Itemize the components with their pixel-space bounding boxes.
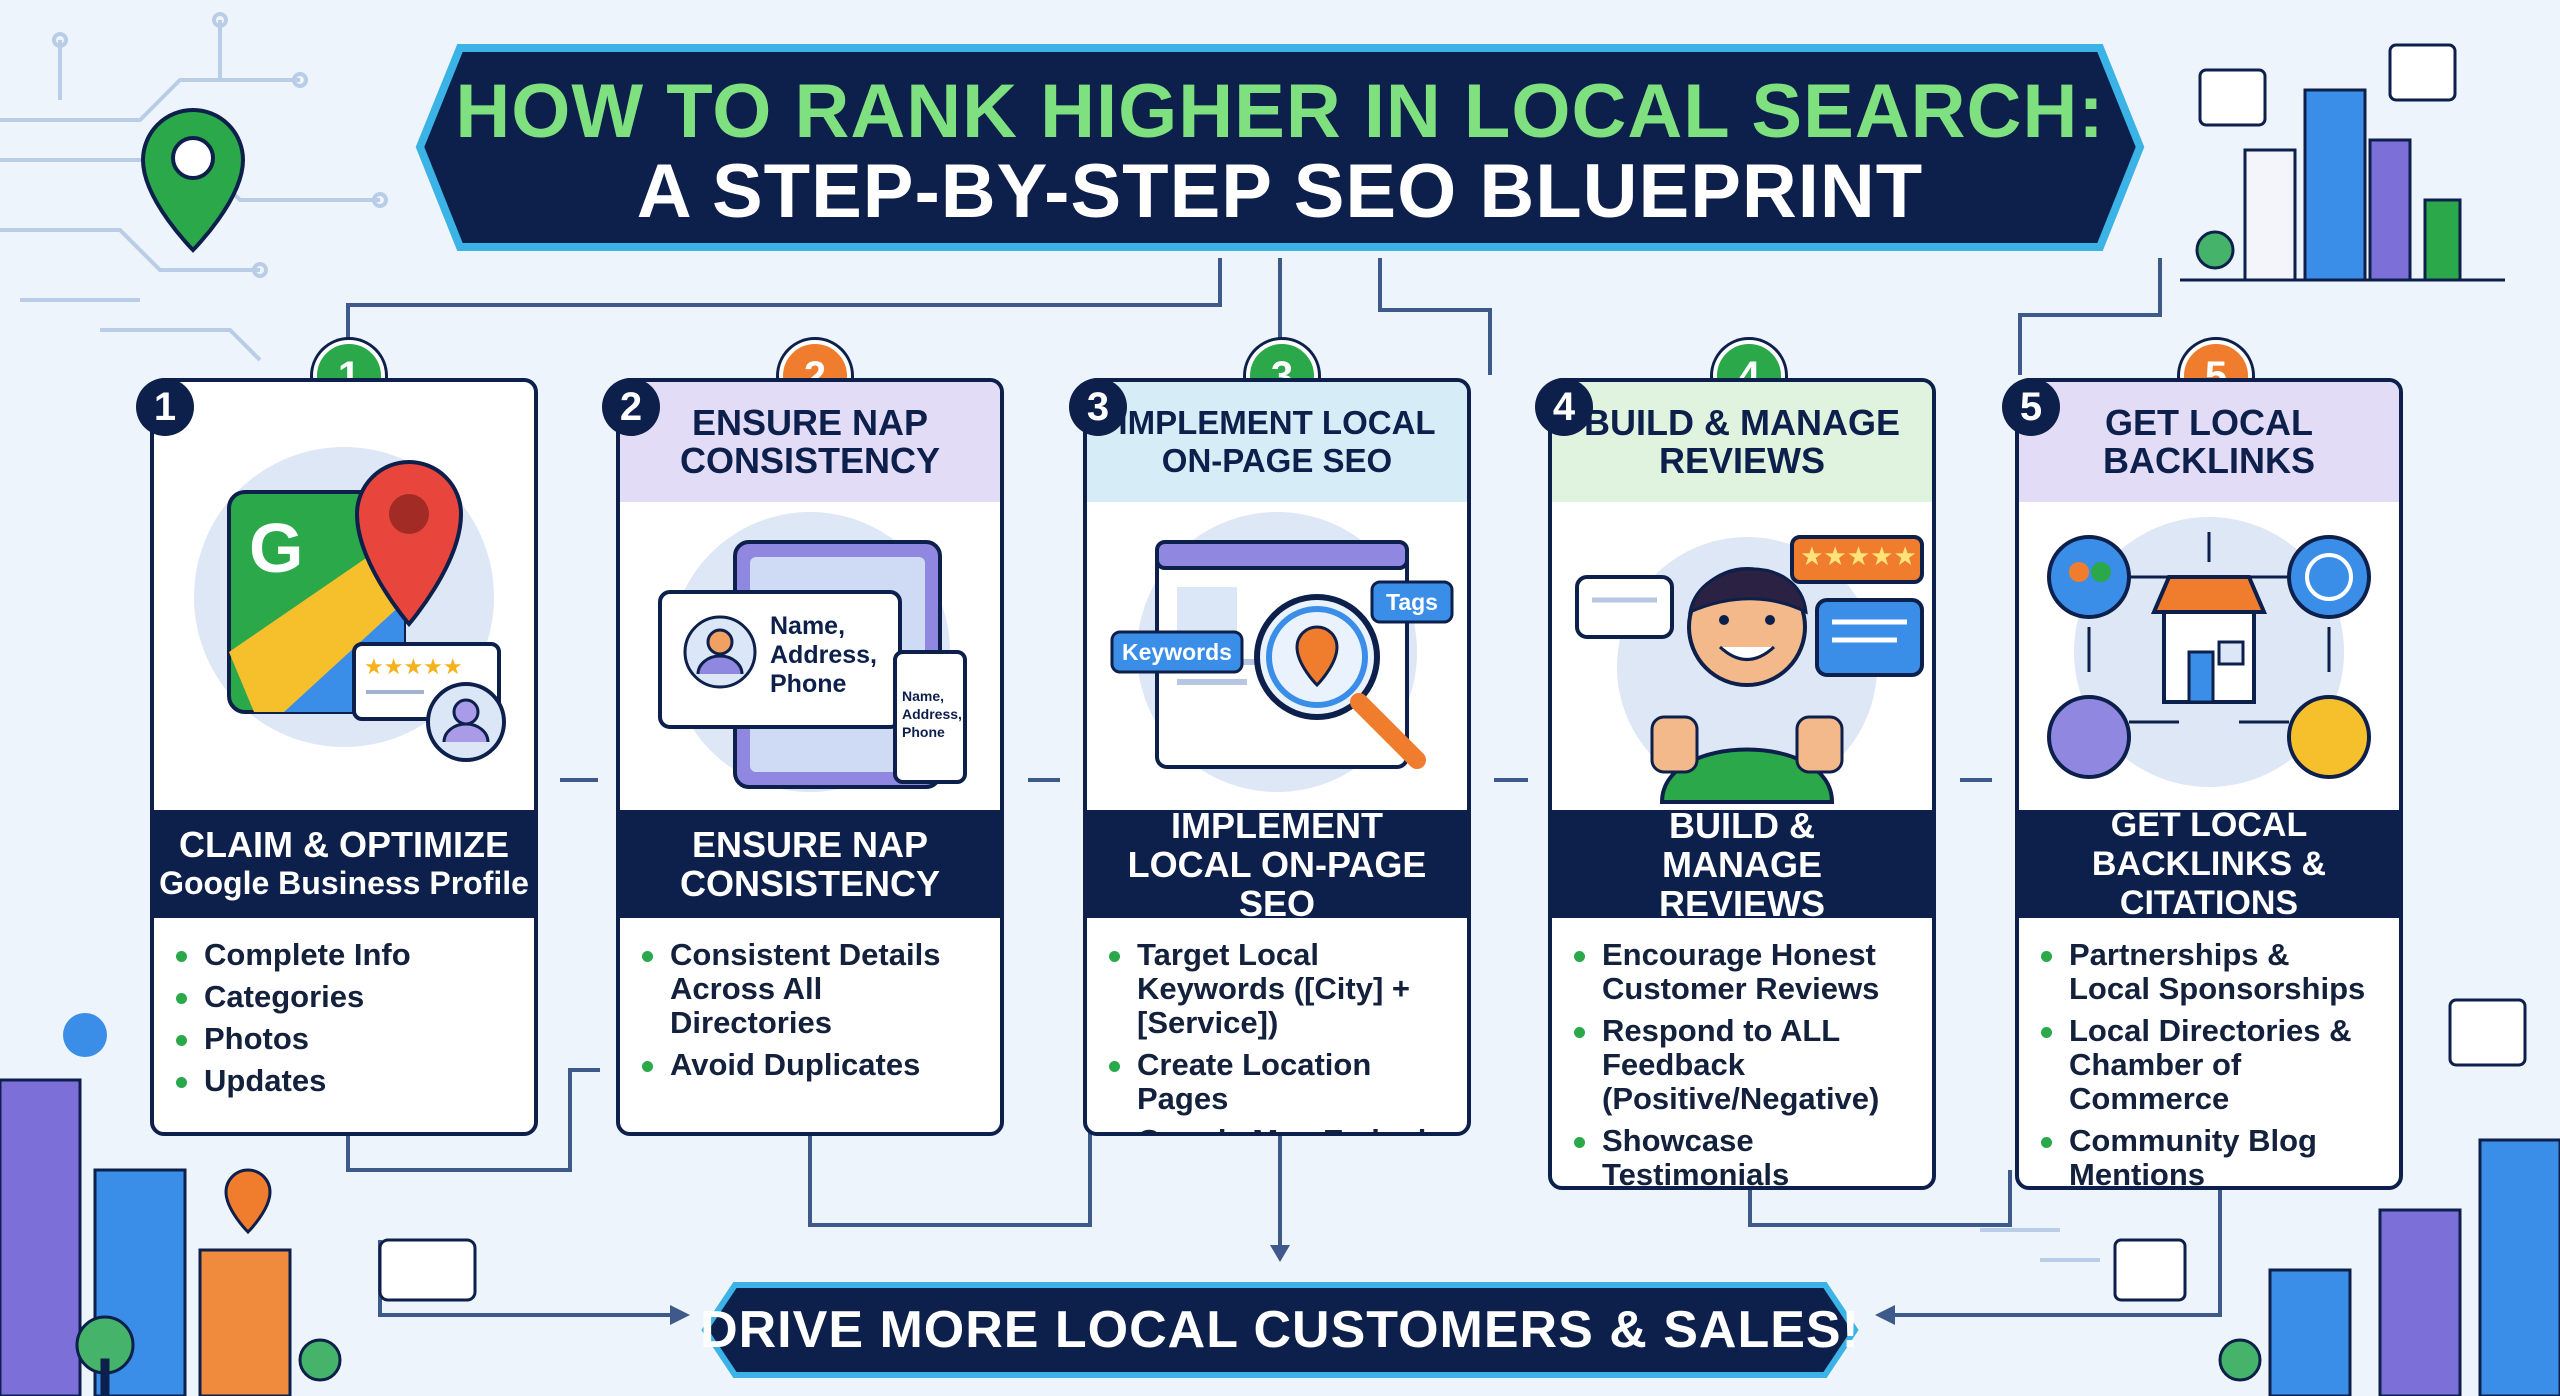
cta-banner-shape — [701, 1282, 1859, 1378]
step-2-bullets: Consistent Details Across All Directorie… — [620, 918, 1000, 1100]
step-1-band: CLAIM & OPTIMIZE Google Business Profile — [154, 810, 534, 918]
step-2-title: ENSURE NAP CONSISTENCY — [679, 824, 941, 904]
list-item: Showcase Testimonials — [1574, 1124, 1908, 1186]
tablet-profile-icon — [658, 512, 967, 792]
step-3-bullets: Target Local Keywords ([City] + [Service… — [1087, 918, 1467, 1133]
step-1-bullets: Complete Info Categories Photos Updates — [154, 918, 534, 1116]
list-item: Partnerships & Local Sponsorships — [2041, 938, 2375, 1006]
list-item: Target Local Keywords ([City] + [Service… — [1109, 938, 1443, 1040]
step-1-number: 1 — [136, 378, 194, 436]
backlinks-illustration — [2019, 502, 2399, 810]
step-4-title: BUILD & MANAGE REVIEWS — [1658, 804, 1826, 924]
step-card-2: ENSURE NAP CONSISTENCY Name, Address, Ph… — [616, 378, 1004, 1136]
step-3-band: IMPLEMENT LOCAL ON-PAGE SEO — [1087, 806, 1467, 923]
google-maps-profile-icon: G ★★★★★ — [194, 447, 506, 762]
cta-text: DRIVE MORE LOCAL CUSTOMERS & SALES! — [700, 1301, 1860, 1359]
step-3-title: IMPLEMENT LOCAL ON-PAGE SEO — [1127, 804, 1427, 924]
five-star-rating: ★★★★★ — [1800, 542, 1917, 572]
nap-illustration: Name, Address, Phone Name, Address, Phon… — [620, 502, 1000, 810]
step-4-bullets: Encourage Honest Customer Reviews Respon… — [1552, 918, 1932, 1186]
list-item: Photos — [176, 1022, 510, 1056]
step-4-band: BUILD & MANAGE REVIEWS — [1552, 806, 1932, 923]
step-2-band: ENSURE NAP CONSISTENCY — [620, 810, 1000, 918]
store-network-icon — [2047, 517, 2371, 787]
list-item: Google Map Embed — [1137, 1124, 1443, 1133]
step-5-header: GET LOCAL BACKLINKS — [2019, 382, 2399, 502]
list-item: Categories — [176, 980, 510, 1014]
cta-banner: DRIVE MORE LOCAL CUSTOMERS & SALES! — [700, 1280, 1860, 1380]
step-card-4: BUILD & MANAGE REVIEWS ★★★★★ BUILD & MAN… — [1548, 378, 1936, 1190]
step-4-number: 4 — [1535, 378, 1593, 436]
keywords-tag: Keywords — [1122, 639, 1232, 665]
step-5-band: GET LOCAL BACKLINKS & CITATIONS — [2019, 806, 2399, 922]
page-title-line2: A STEP-BY-STEP SEO BLUEPRINT — [636, 149, 1924, 234]
step-3-number: 3 — [1069, 378, 1127, 436]
page-title-line1: HOW TO RANK HIGHER IN LOCAL SEARCH: — [455, 69, 2105, 154]
title-banner-shape — [415, 44, 2145, 251]
list-item: Encourage Honest Customer Reviews — [1574, 938, 1908, 1006]
thumbs-up-person-icon — [1575, 535, 1924, 804]
step-card-5: GET LOCAL BACKLINKS GET LOCAL BACKLINKS … — [2015, 378, 2403, 1190]
step-3-header: IMPLEMENT LOCAL ON-PAGE SEO — [1087, 382, 1467, 502]
nap-card-text: Name, Address, Phone — [770, 612, 877, 698]
step-card-3: IMPLEMENT LOCAL ON-PAGE SEO Keywords Tag… — [1083, 378, 1471, 1136]
step-1-title: CLAIM & OPTIMIZE — [179, 824, 509, 865]
list-item: Local Directories & Chamber of Commerce — [2041, 1014, 2375, 1116]
list-item: Community Blog Mentions — [2041, 1124, 2375, 1186]
step-5-bullets: Partnerships & Local Sponsorships Local … — [2019, 918, 2399, 1186]
svg-text:★★★★★: ★★★★★ — [364, 655, 463, 680]
location-pin-icon — [140, 107, 246, 253]
svg-text:G: G — [249, 509, 303, 587]
step-card-1: G ★★★★★ CLAIM & OPTIMIZE Google Business… — [150, 378, 538, 1136]
step-2-number: 2 — [602, 378, 660, 436]
google-business-illustration: G ★★★★★ — [154, 382, 534, 810]
reviews-illustration: ★★★★★ — [1552, 502, 1932, 810]
list-item: Consistent Details Across All Directorie… — [642, 938, 976, 1040]
on-page-seo-illustration: Keywords Tags — [1087, 502, 1467, 810]
nap-phone-text: Name, Address, Phone — [902, 688, 962, 740]
title-banner: HOW TO RANK HIGHER IN LOCAL SEARCH: A ST… — [410, 40, 2150, 255]
list-item: Updates — [176, 1064, 510, 1098]
tags-tag: Tags — [1386, 589, 1438, 615]
step-4-header: BUILD & MANAGE REVIEWS — [1552, 382, 1932, 502]
step-1-subtitle: Google Business Profile — [159, 865, 529, 901]
step-5-title: GET LOCAL BACKLINKS & CITATIONS — [2091, 805, 2327, 922]
list-item: Avoid Duplicates — [642, 1048, 976, 1082]
step-2-header: ENSURE NAP CONSISTENCY — [620, 382, 1000, 502]
magnifier-location-icon — [1110, 512, 1454, 792]
list-item: Complete Info — [176, 938, 510, 972]
step-5-number: 5 — [2002, 378, 2060, 436]
list-item: Create Location Pages — [1109, 1048, 1443, 1116]
list-item: Respond to ALL Feedback (Positive/Negati… — [1574, 1014, 1908, 1116]
